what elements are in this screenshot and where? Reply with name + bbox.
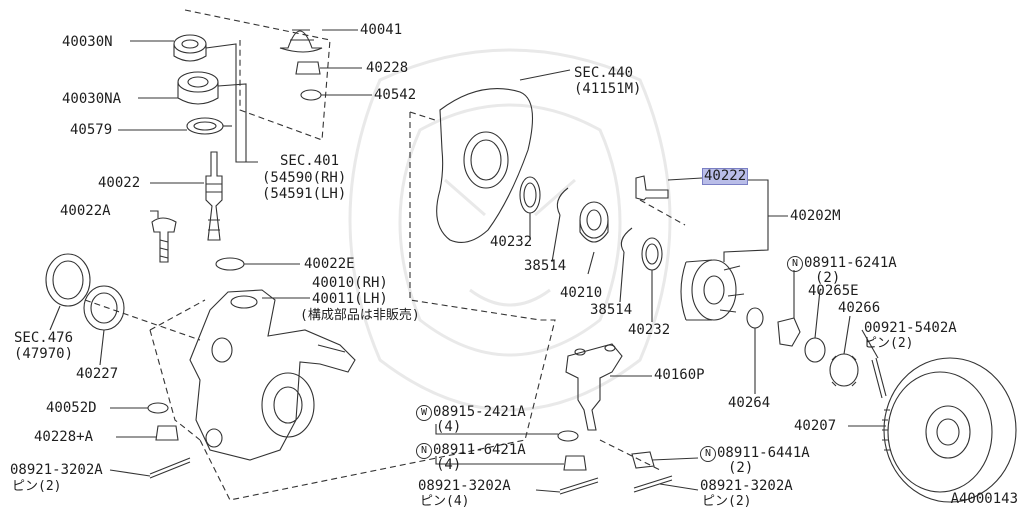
label-40228[interactable]: 40228	[366, 60, 409, 76]
label-40265e[interactable]: 40265E	[808, 283, 859, 299]
label-40542[interactable]: 40542	[374, 87, 417, 103]
label-40264[interactable]: 40264	[728, 395, 771, 411]
label-40022[interactable]: 40022	[98, 175, 141, 191]
label-sec440[interactable]: SEC.440	[574, 65, 634, 81]
label-40207[interactable]: 40207	[794, 418, 837, 434]
label-38514-b[interactable]: 38514	[590, 302, 633, 318]
label-40160p[interactable]: 40160P	[654, 367, 705, 383]
label-pin2-a: ピン(2)	[864, 336, 914, 351]
label-40266[interactable]: 40266	[838, 300, 881, 316]
label-sec476-sub: (47970)	[14, 346, 74, 362]
label-note-jp: (構成部品は非販売)	[300, 308, 420, 323]
label-40041[interactable]: 40041	[360, 22, 403, 38]
label-pin2-right: ピン(2)	[702, 494, 752, 509]
n-circle-icon: N	[416, 443, 432, 459]
watermark-emblem	[348, 48, 672, 412]
label-08921-3202a-right[interactable]: 08921-3202A	[700, 478, 793, 494]
label-40022a[interactable]: 40022A	[60, 203, 111, 219]
label-08921-3202a-left[interactable]: 08921-3202A	[10, 462, 103, 478]
label-40232-a[interactable]: 40232	[490, 234, 533, 250]
label-pin2-left: ピン(2)	[12, 479, 62, 494]
label-40232-b[interactable]: 40232	[628, 322, 671, 338]
label-40579[interactable]: 40579	[70, 122, 113, 138]
w-circle-icon: W	[416, 405, 432, 421]
label-40022e[interactable]: 40022E	[304, 256, 355, 272]
label-qty-4-a: (4)	[436, 419, 462, 435]
n-circle-icon: N	[787, 256, 803, 272]
label-40030n[interactable]: 40030N	[62, 34, 113, 50]
label-qty-4-b: (4)	[436, 457, 462, 473]
diagram-code: A4000143	[950, 491, 1018, 507]
label-sec401[interactable]: SEC.401	[280, 153, 340, 169]
label-pin4: ピン(4)	[420, 494, 470, 509]
label-40227[interactable]: 40227	[76, 366, 119, 382]
label-40030na[interactable]: 40030NA	[62, 91, 122, 107]
label-40202m[interactable]: 40202M	[790, 208, 841, 224]
label-sec401-rh: (54590(RH)	[262, 170, 347, 186]
label-08921-3202a-mid[interactable]: 08921-3202A	[418, 478, 511, 494]
label-38514-a[interactable]: 38514	[524, 258, 567, 274]
n-circle-icon: N	[700, 446, 716, 462]
label-sec440-sub: (41151M)	[574, 81, 642, 97]
label-40010[interactable]: 40010(RH)	[312, 275, 388, 291]
label-sec401-lh: (54591(LH)	[262, 186, 347, 202]
label-sec476[interactable]: SEC.476	[14, 330, 74, 346]
label-40228a[interactable]: 40228+A	[34, 429, 94, 445]
label-40222-highlighted[interactable]: 40222	[702, 168, 749, 185]
label-00921-5402a[interactable]: 00921-5402A	[864, 320, 957, 336]
label-40052d[interactable]: 40052D	[46, 400, 97, 416]
label-40011[interactable]: 40011(LH)	[312, 291, 388, 307]
label-qty-2-a: (2)	[815, 270, 841, 286]
label-qty-2-b: (2)	[728, 460, 754, 476]
label-40210[interactable]: 40210	[560, 285, 603, 301]
